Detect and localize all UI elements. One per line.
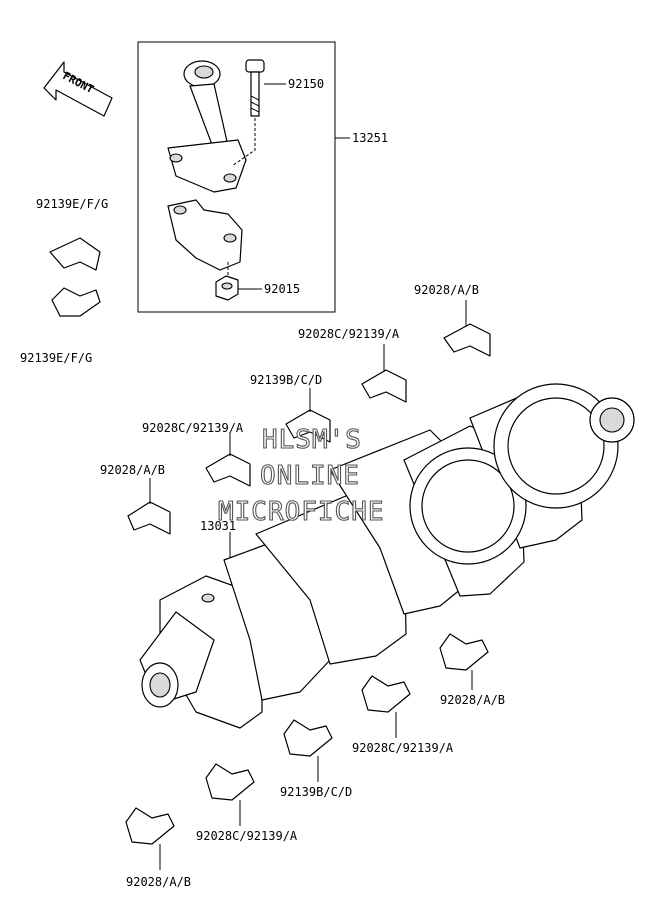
connecting-rod-cap — [167, 199, 243, 271]
bearing-shell-lower-right — [439, 633, 489, 671]
bearing-shell-bottom — [125, 807, 175, 845]
bearing-shell-upper-right — [443, 323, 491, 357]
label-92028ab-lower-right: 92028/A/B — [440, 693, 505, 707]
bearing-shell-lower-left — [205, 763, 255, 801]
bearing-shell-mid-left — [205, 453, 251, 487]
watermark-line-3: MICROFICHE — [218, 497, 385, 527]
label-92028c-lower-right: 92028C/92139/A — [352, 741, 454, 755]
bearing-shell-e-f-g-bottom — [51, 287, 101, 317]
label-13251: 13251 — [352, 131, 388, 145]
bearing-shell-lower-mid-right — [361, 675, 411, 713]
label-92028c-upper: 92028C/92139/A — [298, 327, 400, 341]
bearing-shell-e-f-g-top — [49, 237, 101, 271]
rod-nut — [215, 275, 239, 301]
label-92150: 92150 — [288, 77, 324, 91]
front-arrow-icon: FRONT — [43, 61, 113, 117]
label-92028ab-left: 92028/A/B — [100, 463, 165, 477]
label-92139efg-top: 92139E/F/G — [36, 197, 108, 211]
label-92139efg-bottom: 92139E/F/G — [20, 351, 92, 365]
label-92139bcd-lower: 92139B/C/D — [280, 785, 352, 799]
label-92139bcd-upper: 92139B/C/D — [250, 373, 322, 387]
watermark-line-1: HLSM'S — [262, 425, 362, 455]
bearing-shell-left — [127, 501, 171, 535]
watermark-line-2: ONLINE — [260, 461, 360, 491]
label-13031: 13031 — [200, 519, 236, 533]
label-92028c-mid: 92028C/92139/A — [142, 421, 244, 435]
connecting-rod-box — [137, 41, 336, 313]
connecting-rod — [167, 60, 247, 193]
label-92028c-lower-left: 92028C/92139/A — [196, 829, 298, 843]
label-92015: 92015 — [264, 282, 300, 296]
rod-bolt — [245, 59, 265, 117]
label-92028ab-bottom: 92028/A/B — [126, 875, 191, 889]
watermark: HLSM'S ONLINE MICROFICHE — [217, 424, 385, 527]
bearing-shell-upper-mid — [361, 369, 407, 403]
crankshaft — [139, 383, 635, 729]
bearing-shell-lower-mid — [283, 719, 333, 757]
label-92028ab-top-right: 92028/A/B — [414, 283, 479, 297]
